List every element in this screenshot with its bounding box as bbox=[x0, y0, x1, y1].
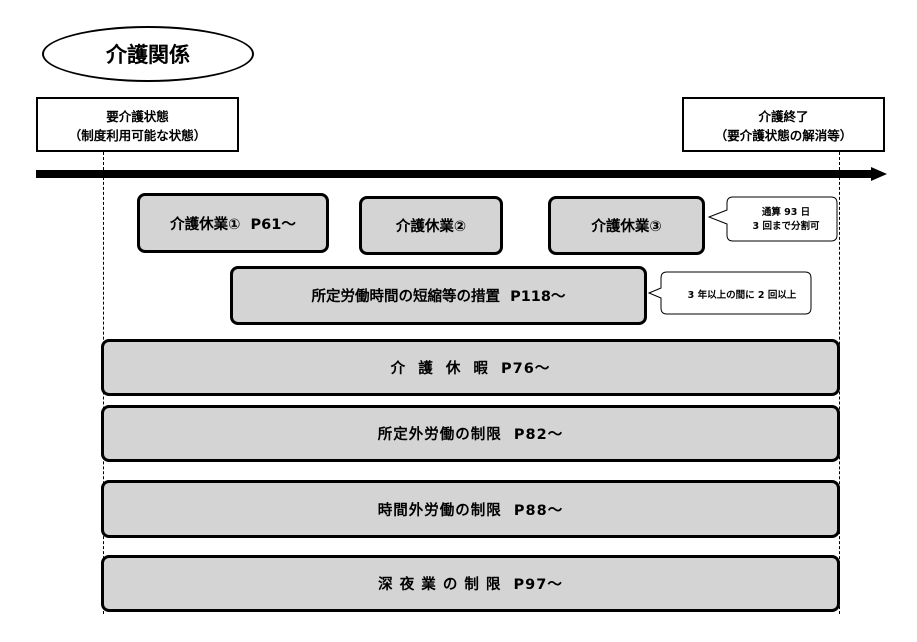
timeline-arrow bbox=[36, 167, 887, 181]
start-state-note: （制度利用可能な状態） bbox=[68, 128, 207, 143]
leave-note-line2: 3 回まで分割可 bbox=[752, 221, 820, 232]
end-state-box: 介護終了 （要介護状態の解消等） bbox=[682, 97, 885, 152]
end-state-label: 介護終了 bbox=[758, 109, 809, 124]
leave-note-callout bbox=[707, 196, 838, 242]
extended-hours-limit-box: 時間外労働の制限 P88～ bbox=[101, 480, 840, 538]
leave-note-line1: 通算 93 日 bbox=[761, 207, 811, 218]
end-state-note: （要介護状態の解消等） bbox=[714, 128, 853, 143]
night-work-limit-box: 深 夜 業 の 制 限 P97～ bbox=[101, 555, 840, 612]
start-state-box: 要介護状態 （制度利用可能な状態） bbox=[36, 97, 239, 152]
care-leave-2-box: 介護休業② bbox=[359, 196, 503, 255]
care-leave-1-box: 介護休業① P61～ bbox=[137, 193, 329, 253]
start-state-label: 要介護状態 bbox=[106, 109, 169, 124]
care-leave-3-box: 介護休業③ bbox=[548, 196, 705, 255]
leave-note-text: 通算 93 日 3 回まで分割可 bbox=[738, 206, 834, 234]
hours-shortening-box: 所定労働時間の短縮等の措置 P118～ bbox=[230, 266, 647, 325]
shortening-note-text: 3 年以上の間に 2 回以上 bbox=[687, 290, 797, 301]
shortening-note-callout bbox=[647, 271, 812, 315]
care-days-off-box: 介 護 休 暇 P76～ bbox=[101, 339, 840, 396]
overtime-limit-box: 所定外労働の制限 P82～ bbox=[101, 405, 840, 462]
diagram-title: 介護関係 bbox=[42, 26, 254, 82]
